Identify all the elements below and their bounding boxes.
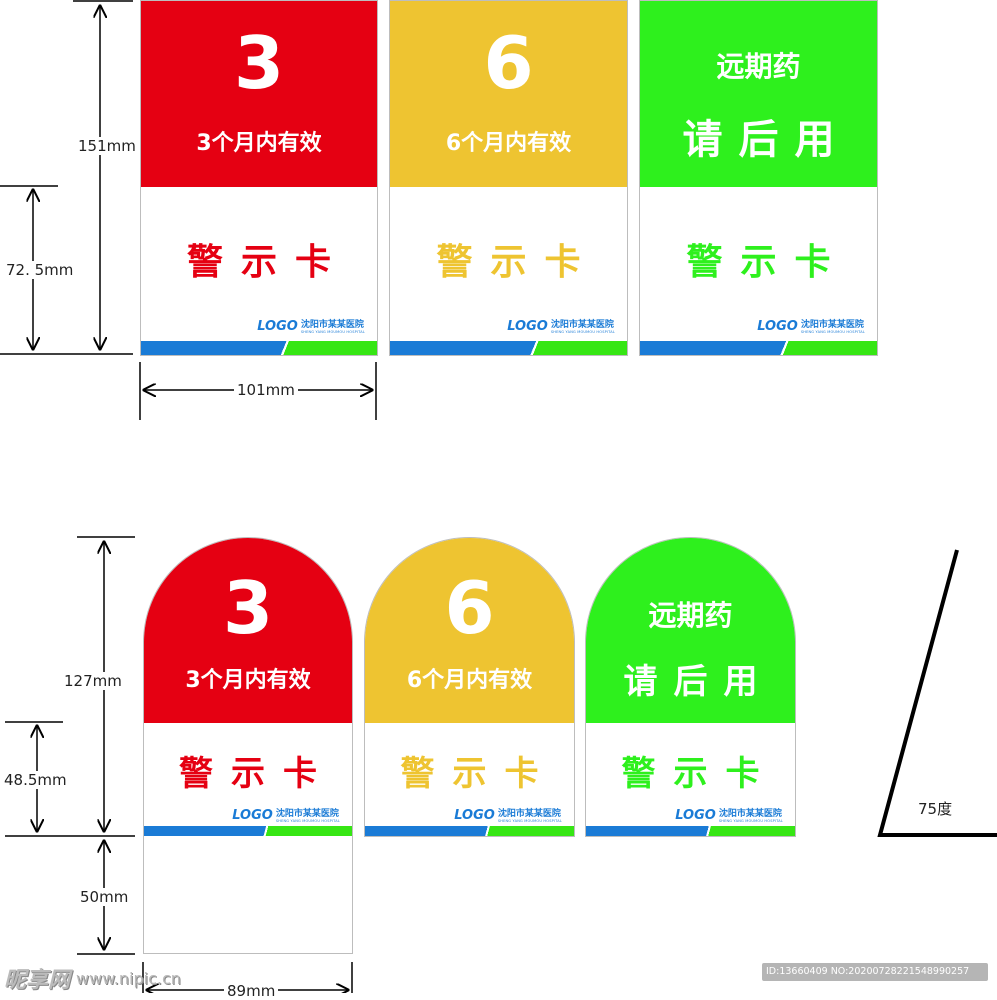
watermark-brand-text: 昵享网: [4, 967, 71, 993]
card-number: 6: [444, 566, 495, 650]
logo-text: LOGO: [675, 808, 716, 823]
hospital-name: 沈阳市某某医院: [497, 809, 561, 819]
bottom-stripe: [141, 341, 377, 355]
card-line2: 请后用: [623, 662, 774, 702]
angle-diagram: [877, 549, 997, 837]
watermark-id: ID:13660409 NO:20200728221548990257: [762, 963, 988, 981]
hospital-name-en: SHENG YANG MOUMOU HOSPITAL: [497, 819, 562, 823]
card-number: 6: [483, 21, 534, 105]
dim-bottom-width: 89mm: [224, 982, 279, 1000]
card-header: [144, 538, 352, 723]
card-number: 3: [222, 566, 274, 650]
bottom-stripe: [640, 341, 877, 355]
dim-bottom-height: 127mm: [64, 672, 122, 690]
card-warning: 警示卡: [621, 754, 778, 794]
watermark-site: www.nipic.cn: [76, 968, 181, 988]
dim-bottom-lower: 48.5mm: [4, 771, 67, 789]
logo-text: LOGO: [454, 808, 495, 823]
bottom-stripe: [390, 341, 627, 355]
card-warning: 警示卡: [186, 242, 349, 283]
card-header: [141, 1, 377, 187]
dim-top-width: 101mm: [234, 381, 298, 399]
bottom-stripe: [144, 826, 352, 836]
watermark-id-text: ID:13660409 NO:20200728221548990257: [766, 966, 970, 977]
hospital-name: 沈阳市某某医院: [300, 320, 364, 330]
bottom-stripe: [586, 826, 795, 836]
logo-text: LOGO: [257, 319, 298, 334]
hospital-name-en: SHENG YANG MOUMOU HOSPITAL: [800, 330, 865, 334]
hospital-name-en: SHENG YANG MOUMOU HOSPITAL: [718, 819, 783, 823]
card-warning: 警示卡: [179, 754, 335, 794]
card-number: 3: [233, 21, 285, 105]
card-line2: 请后用: [682, 117, 851, 163]
hospital-name: 沈阳市某某医院: [550, 320, 614, 330]
hospital-name: 沈阳市某某医院: [718, 809, 782, 819]
hospital-name-en: SHENG YANG MOUMOU HOSPITAL: [550, 330, 615, 334]
hospital-name-en: SHENG YANG MOUMOU HOSPITAL: [275, 819, 340, 823]
card-header: [365, 538, 574, 723]
card-validity: 6个月内有效: [445, 131, 572, 156]
dim-top-height: 151mm: [78, 137, 136, 155]
watermark-brand: 昵享网 www.nipic.cn: [4, 962, 181, 994]
card-warning: 警示卡: [686, 242, 849, 283]
dim-bottom-foot: 50mm: [80, 888, 129, 906]
card-header: [586, 538, 795, 723]
card-validity: 6个月内有效: [406, 668, 533, 693]
card-validity: 3个月内有效: [185, 668, 311, 693]
hospital-name-en: SHENG YANG MOUMOU HOSPITAL: [300, 330, 365, 334]
logo-text: LOGO: [507, 319, 548, 334]
card-warning: 警示卡: [400, 754, 557, 794]
card-header: [390, 1, 627, 187]
card-warning: 警示卡: [436, 242, 599, 283]
card-line1: 远期药: [648, 599, 733, 632]
card-validity: 3个月内有效: [196, 131, 322, 156]
dim-angle: 75度: [918, 800, 953, 818]
bottom-stripe: [365, 826, 574, 836]
logo-text: LOGO: [232, 808, 273, 823]
hospital-name: 沈阳市某某医院: [800, 320, 864, 330]
dim-top-lower: 72. 5mm: [6, 261, 74, 279]
card-line1: 远期药: [716, 50, 801, 83]
hospital-name: 沈阳市某某医院: [275, 809, 339, 819]
card-header: [640, 1, 877, 187]
logo-text: LOGO: [757, 319, 798, 334]
